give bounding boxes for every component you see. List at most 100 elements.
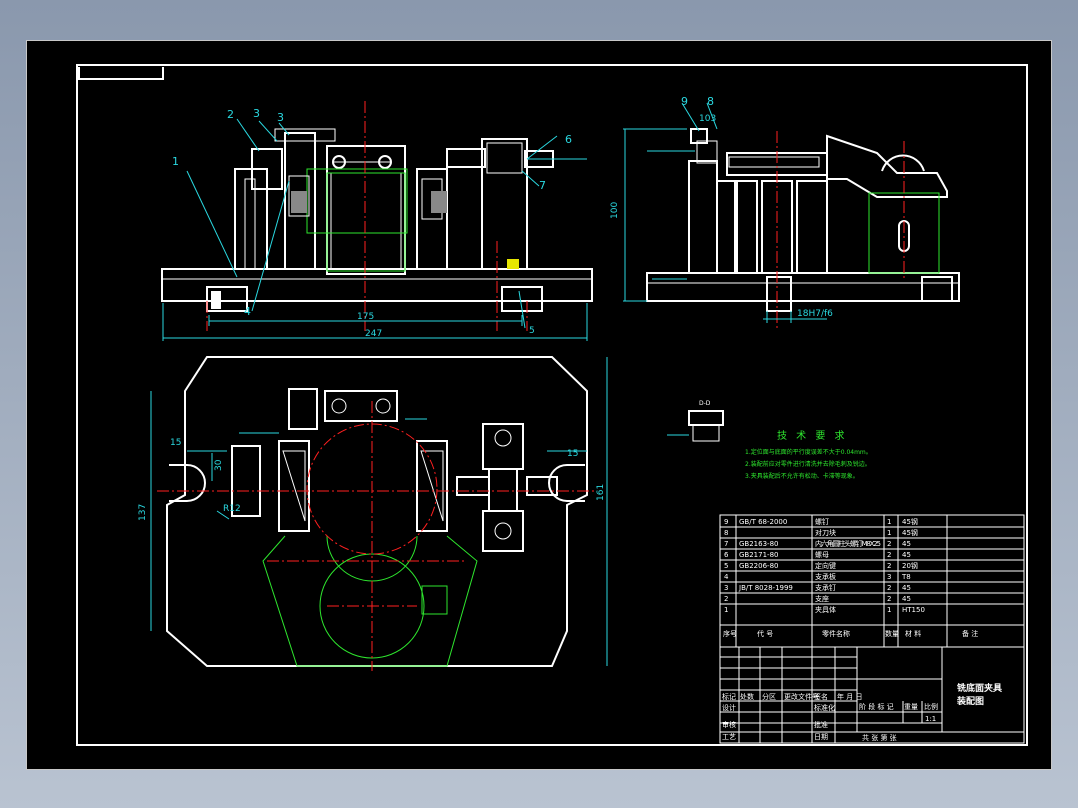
dim-100: 100: [610, 202, 620, 219]
dim-r12: R12: [223, 504, 241, 514]
tech-req-line-2: 2.装配前应对零件进行清洗并去除毛刺及锐边。: [745, 460, 871, 468]
part-label-2: 2: [227, 108, 234, 121]
parts-cell-qty: 1: [887, 606, 891, 614]
parts-cell-no: 7: [724, 540, 728, 548]
parts-cell-code: GB2171-80: [739, 551, 778, 559]
revision-row: 标记处数分区更改文件号签名年 月 日: [722, 692, 862, 701]
drawing-title-2: 装配图: [956, 695, 984, 707]
parts-cell-no: 3: [724, 584, 728, 592]
parts-cell-name: 支承钉: [815, 583, 836, 592]
label-weight: 重量: [904, 703, 918, 711]
parts-cell-material: T8: [901, 573, 911, 581]
parts-table: [719, 514, 1025, 648]
parts-cell-name: 螺母: [815, 550, 829, 559]
sheet-count: 共 张 第 张: [862, 733, 897, 742]
parts-cell-qty: 1: [887, 529, 891, 537]
dim-161: 161: [596, 484, 606, 501]
revision-label: 年 月 日: [837, 692, 862, 701]
label-approval: 批准: [814, 720, 828, 729]
parts-cell-qty: 2: [887, 595, 891, 603]
parts-cell-no: 9: [724, 518, 728, 526]
parts-header-name: 零件名称: [822, 629, 850, 638]
side-view: [623, 102, 960, 331]
parts-cell-name: 对刀块: [815, 528, 836, 537]
part-label-3b: 3: [277, 111, 284, 124]
dim-247: 247: [365, 329, 382, 339]
revision-label: 签名: [814, 692, 828, 701]
part-label-6: 6: [565, 133, 572, 146]
parts-cell-code: GB2163-80: [739, 540, 778, 548]
parts-cell-code: GB2206-80: [739, 562, 778, 570]
parts-header-note: 备 注: [962, 629, 978, 638]
parts-cell-qty: 3: [887, 573, 891, 581]
front-view: [161, 101, 593, 341]
dim-30: 30: [214, 459, 224, 471]
dim-15-right: 15: [567, 449, 578, 459]
parts-header-qty: 数量: [885, 629, 899, 638]
parts-cell-name: 支承板: [815, 572, 836, 581]
revision-label: 更改文件号: [784, 692, 819, 701]
label-stage: 阶 段 标 记: [859, 702, 894, 711]
sign-review: 审核: [722, 720, 736, 729]
parts-cell-name: 螺钉: [815, 517, 829, 526]
label-scale: 比例: [924, 702, 938, 711]
dim-103: 103: [699, 114, 716, 124]
part-label-9: 9: [681, 95, 688, 108]
parts-cell-no: 5: [724, 562, 728, 570]
sign-design: 设计: [722, 703, 736, 712]
parts-cell-no: 1: [724, 606, 728, 614]
drawing-sheet: 2 3 3 1 4 5 6 7 175 247 9: [26, 40, 1052, 770]
parts-cell-material: 45: [902, 540, 911, 548]
part-label-5: 5: [529, 326, 535, 336]
drawing-frame: [76, 64, 1028, 746]
dim-175: 175: [357, 312, 374, 322]
parts-cell-qty: 2: [887, 584, 891, 592]
part-label-3a: 3: [253, 107, 260, 120]
parts-cell-name: 定向键: [815, 561, 836, 570]
parts-cell-material: 45: [902, 551, 911, 559]
label-standardization: 标准化: [814, 703, 835, 712]
parts-cell-material: 20钢: [902, 561, 918, 570]
revision-label: 分区: [762, 692, 776, 701]
parts-cell-qty: 1: [887, 518, 891, 526]
parts-cell-code: GB/T 68-2000: [739, 518, 787, 526]
parts-cell-material: HT150: [902, 606, 925, 614]
parts-header-no: 序号: [723, 629, 737, 638]
part-label-7: 7: [539, 179, 546, 192]
parts-cell-no: 2: [724, 595, 728, 603]
parts-header-code: 代 号: [757, 629, 773, 638]
dim-15-left: 15: [170, 438, 181, 448]
parts-cell-qty: 2: [887, 562, 891, 570]
corner-code-box: [78, 67, 164, 80]
parts-cell-name: 内六角圆柱头螺钉M8X25: [815, 539, 881, 548]
parts-cell-material: 45钢: [902, 528, 918, 537]
part-label-4: 4: [244, 305, 251, 318]
section-label: D-D: [699, 400, 711, 407]
parts-cell-no: 8: [724, 529, 728, 537]
section-dd: [667, 410, 724, 442]
tech-req-line-3: 3.夹具装配后不允许有松动、卡滞等现象。: [745, 472, 859, 480]
tech-req-title: 技 术 要 求: [777, 429, 848, 442]
dim-137: 137: [138, 504, 148, 521]
parts-table-rows: 9 GB/T 68-2000 螺钉 1 45钢 8 对刀块 1 45钢 7 GB2163-80 内六角…: [724, 517, 925, 614]
parts-cell-no: 6: [724, 551, 729, 559]
part-label-8: 8: [707, 95, 714, 108]
parts-cell-qty: 2: [887, 540, 891, 548]
label-date: 日期: [814, 733, 828, 741]
parts-cell-qty: 2: [887, 551, 891, 559]
sign-process: 工艺: [722, 733, 736, 741]
plan-view: [150, 356, 608, 671]
drawing-title-1: 铣底面夹具: [957, 682, 1002, 694]
parts-cell-material: 45: [902, 584, 911, 592]
part-label-1: 1: [172, 155, 179, 168]
cad-drawing: 2 3 3 1 4 5 6 7 175 247 9: [76, 64, 1028, 746]
title-block: [719, 646, 1025, 744]
parts-cell-code: JB/T 8028-1999: [738, 584, 793, 592]
tech-req-line-1: 1.定位面与底面的平行度误差不大于0.04mm。: [745, 448, 872, 456]
revision-label: 标记: [722, 692, 736, 701]
dim-18: 18H7/f6: [797, 309, 833, 319]
parts-cell-name: 支座: [815, 594, 829, 603]
parts-cell-material: 45钢: [902, 517, 918, 526]
scale-value: 1:1: [925, 715, 936, 723]
parts-cell-material: 45: [902, 595, 911, 603]
